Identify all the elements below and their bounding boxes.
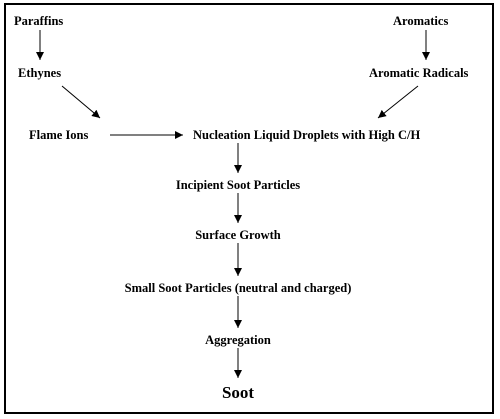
node-nucleation: Nucleation Liquid Droplets with High C/H (193, 128, 421, 142)
node-incipient-soot-particles: Incipient Soot Particles (175, 178, 301, 192)
node-ethynes: Ethynes (18, 66, 62, 80)
node-small-soot-particles: Small Soot Particles (neutral and charge… (124, 281, 352, 295)
node-aromatic-radicals: Aromatic Radicals (369, 66, 469, 80)
node-aggregation: Aggregation (205, 333, 271, 347)
node-soot: Soot (221, 383, 255, 402)
diagram-frame (4, 3, 494, 414)
node-flame-ions: Flame Ions (29, 128, 89, 142)
node-paraffins: Paraffins (14, 14, 64, 28)
node-surface-growth: Surface Growth (195, 228, 281, 242)
node-aromatics: Aromatics (393, 14, 449, 28)
